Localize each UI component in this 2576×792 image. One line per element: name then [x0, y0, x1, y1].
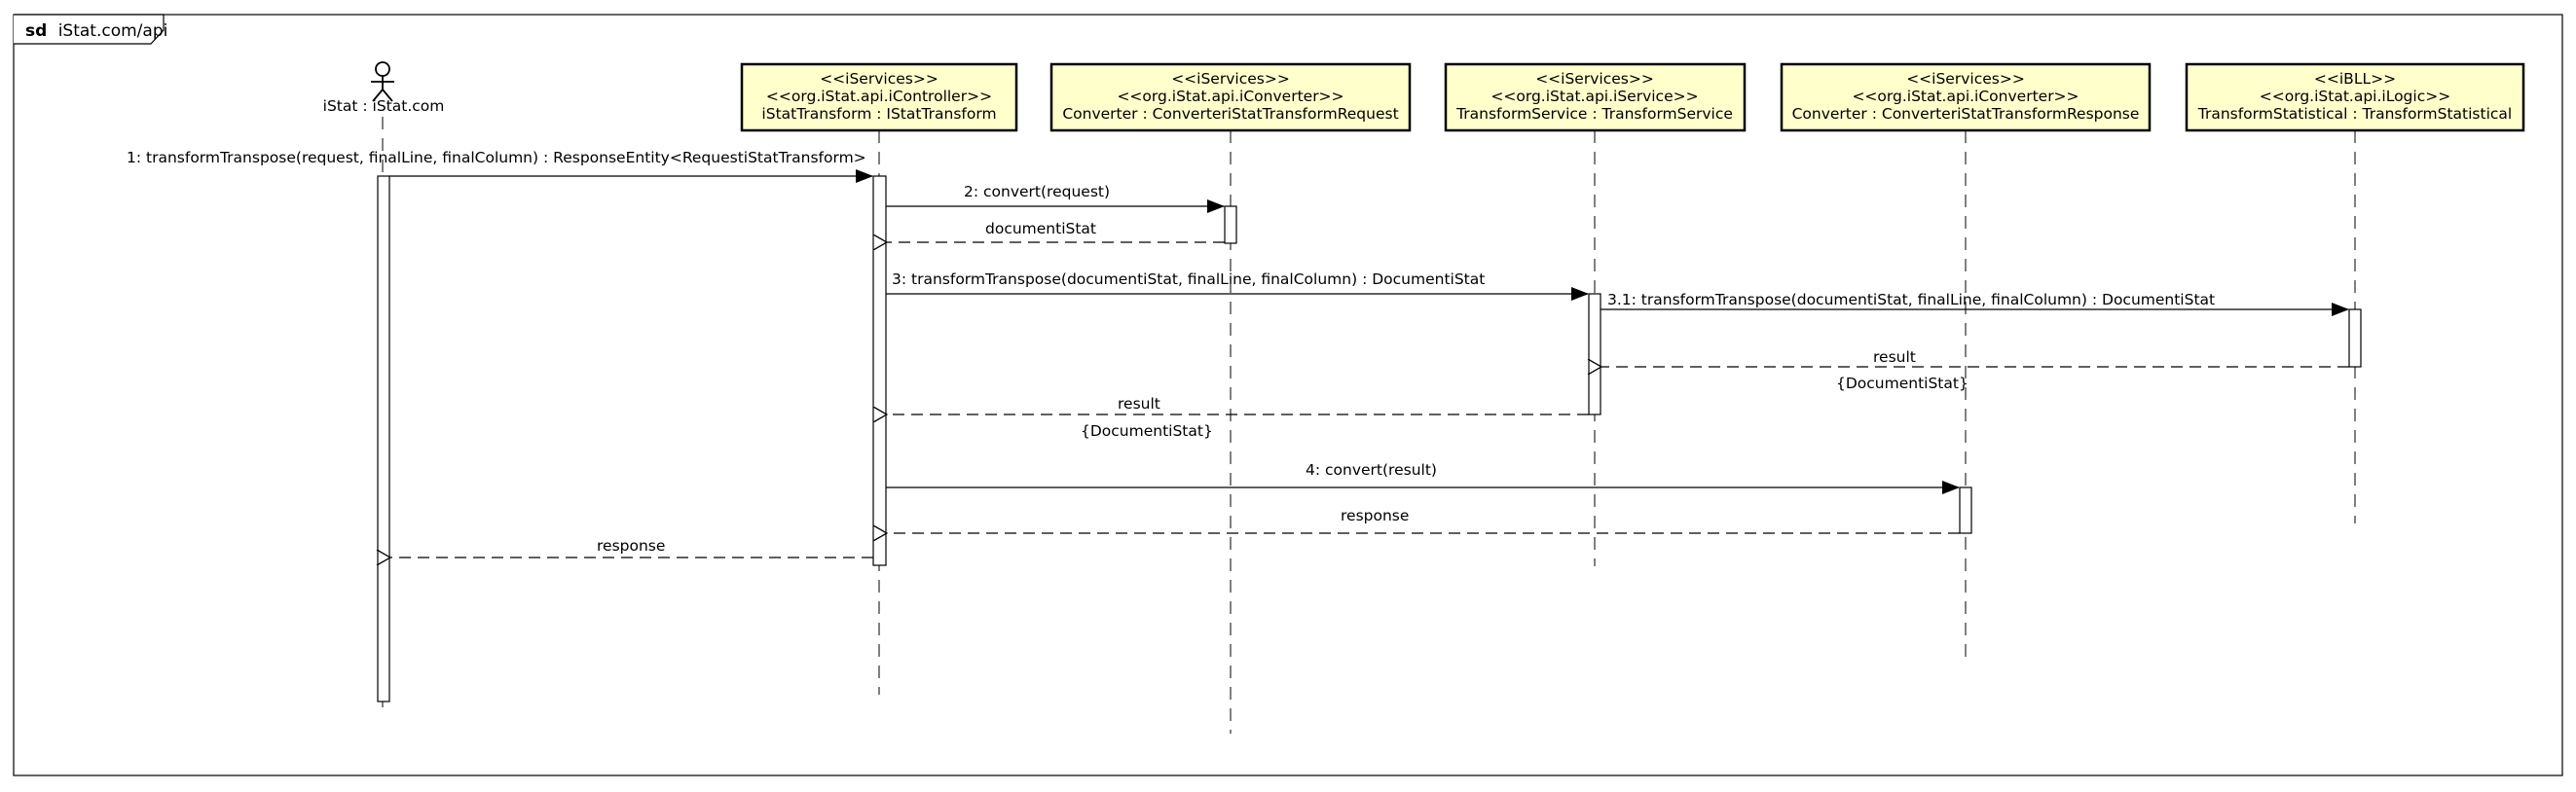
- message-3-reply-note: {DocumentiStat}: [1081, 422, 1213, 440]
- participant-head-transformservice: <<iServices>> <<org.iStat.api.iService>>…: [1444, 62, 1747, 132]
- message-4-reply-label: response: [1341, 507, 1409, 524]
- frame-title: sd iStat.com/api: [25, 21, 167, 41]
- activation-actor: [377, 175, 390, 702]
- message-3-reply-label: result: [1118, 395, 1160, 413]
- participant-stereotype: <<iBLL>>: [2314, 70, 2396, 88]
- participant-package: <<org.iStat.api.iController>>: [766, 88, 992, 105]
- participant-package: <<org.iStat.api.iLogic>>: [2260, 88, 2450, 105]
- frame-name: iStat.com/api: [58, 21, 168, 41]
- message-2-label: 2: convert(request): [964, 183, 1110, 200]
- message-4-label: 4: convert(result): [1306, 461, 1437, 479]
- activation-converter-request: [1224, 205, 1237, 244]
- participant-head-converter-request: <<iServices>> <<org.iStat.api.iConverter…: [1049, 62, 1412, 132]
- participant-stereotype: <<iServices>>: [1906, 70, 2025, 88]
- actor-label: iStat : iStat.com: [323, 97, 445, 115]
- participant-stereotype: <<iServices>>: [820, 70, 938, 88]
- activation-transformservice: [1588, 293, 1601, 415]
- activation-transformstatistical: [2348, 308, 2362, 368]
- participant-name: Converter : ConverteriStatTransformRespo…: [1792, 105, 2140, 123]
- message-3-1-reply-note: {DocumentiStat}: [1836, 375, 1969, 392]
- actor-icon: [371, 61, 394, 102]
- participant-package: <<org.iStat.api.iConverter>>: [1852, 88, 2079, 105]
- message-2-reply-label: documentiStat: [985, 220, 1096, 237]
- activation-istattransform: [872, 175, 887, 566]
- frame-tab: [14, 14, 165, 45]
- message-1-reply-label: response: [597, 537, 665, 555]
- participant-package: <<org.iStat.api.iService>>: [1490, 88, 1698, 105]
- participant-name: TransformStatistical : TransformStatisti…: [2197, 105, 2512, 123]
- participant-name: iStatTransform : IStatTransform: [761, 105, 996, 123]
- participant-package: <<org.iStat.api.iConverter>>: [1117, 88, 1343, 105]
- participant-name: Converter : ConverteriStatTransformReque…: [1062, 105, 1398, 123]
- message-3-label: 3: transformTranspose(documentiStat, fin…: [892, 270, 1485, 288]
- participant-head-transformstatistical: <<iBLL>> <<org.iStat.api.iLogic>> Transf…: [2185, 62, 2525, 132]
- frame-keyword: sd: [25, 21, 47, 41]
- participant-head-converter-response: <<iServices>> <<org.iStat.api.iConverter…: [1780, 62, 2152, 132]
- participant-stereotype: <<iServices>>: [1171, 70, 1290, 88]
- activation-converter-response: [1959, 486, 1972, 534]
- participant-head-istattransform: <<iServices>> <<org.iStat.api.iControlle…: [740, 62, 1018, 132]
- participant-name: TransformService : TransformService: [1455, 105, 1733, 123]
- frame-border: [13, 14, 2563, 776]
- message-3-1-reply-label: result: [1873, 348, 1916, 366]
- message-3-1-label: 3.1: transformTranspose(documentiStat, f…: [1607, 291, 2215, 308]
- participant-stereotype: <<iServices>>: [1535, 70, 1654, 88]
- message-1-label: 1: transformTranspose(request, finalLine…: [127, 149, 866, 166]
